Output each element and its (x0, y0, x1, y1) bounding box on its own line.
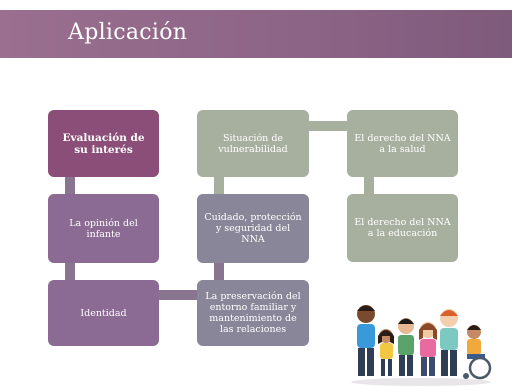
title-banner: Aplicación (0, 10, 512, 58)
node-identidad: Identidad (48, 280, 159, 346)
node-cuidado: Cuidado, protección y seguridad del NNA (197, 194, 309, 263)
connector-opinion-identidad (65, 263, 75, 280)
connector-cuidado-vulnerabilidad (214, 177, 224, 194)
page-title: Aplicación (68, 20, 188, 45)
node-evaluacion: Evaluación de su interés (48, 110, 159, 177)
node-vulnerabilidad: Situación de vulnerabilidad (197, 110, 309, 177)
child-figure (398, 318, 414, 376)
node-educacion: El derecho del NNA a la educación (347, 194, 458, 262)
node-salud: El derecho del NNA a la salud (347, 110, 458, 177)
wheelchair-child-figure (463, 325, 492, 380)
children-group-illustration (351, 305, 492, 386)
connector-evaluacion-opinion (65, 177, 75, 194)
child-figure (378, 329, 394, 376)
connector-identidad-preservacion (158, 290, 198, 300)
connector-salud-educacion (364, 177, 374, 194)
connector-preservacion-cuidado (214, 263, 224, 280)
child-figure (419, 322, 437, 376)
child-figure (357, 305, 375, 376)
connector-vulnerabilidad-salud (308, 121, 348, 131)
node-opinion: La opinión del infante (48, 194, 159, 263)
node-preservacion: La preservación del entorno familiar y m… (197, 280, 309, 346)
child-figure (440, 309, 458, 376)
